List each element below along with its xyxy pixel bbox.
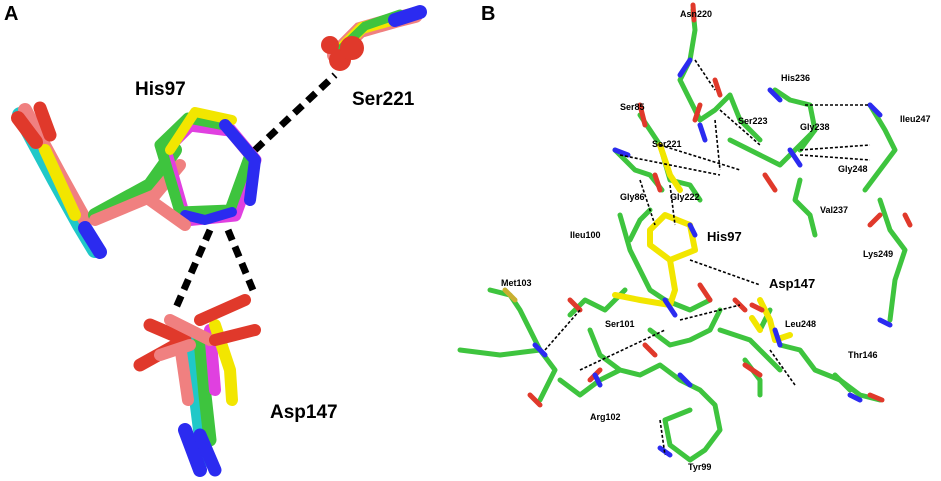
his97-overlay — [88, 107, 262, 231]
asp147-overlay — [133, 294, 261, 477]
leu248-label: Leu248 — [785, 319, 816, 329]
panel-a: A — [4, 3, 427, 477]
tyr99-label: Tyr99 — [688, 462, 711, 472]
gly86-label: Gly86 — [620, 192, 645, 202]
gly248-label: Gly248 — [838, 164, 868, 174]
his97-backbone-overlay — [11, 101, 107, 259]
panel-b: B — [457, 2, 931, 472]
gly238-label: Gly238 — [800, 122, 830, 132]
his97-label-b: His97 — [707, 229, 742, 244]
ser221-overlay — [321, 5, 427, 71]
hbond-his97-asp147-2 — [224, 228, 259, 297]
thr146-label: Thr146 — [848, 350, 878, 360]
panel-b-oxygens — [527, 2, 913, 408]
lys249-label: Lys249 — [863, 249, 893, 259]
ileu100-label: Ileu100 — [570, 230, 601, 240]
met103-label: Met103 — [501, 278, 532, 288]
his97-label: His97 — [135, 79, 186, 100]
panel-b-hbonds — [544, 59, 871, 456]
his236-label: His236 — [781, 73, 810, 83]
panel-b-nitrogens — [532, 57, 893, 458]
ser221-label: Ser221 — [352, 89, 415, 110]
panel-b-sticks — [457, 7, 908, 463]
gly222-label: Gly222 — [670, 192, 700, 202]
ser101-label: Ser101 — [605, 319, 635, 329]
panel-b-sulfur — [502, 287, 518, 303]
asp147-label-b: Asp147 — [769, 276, 815, 291]
asn220-label: Asn220 — [680, 9, 712, 19]
asp147-label: Asp147 — [270, 402, 338, 423]
ileu247-label: Ileu247 — [900, 114, 931, 124]
panel-a-hbonds — [171, 72, 338, 312]
hbond-his97-asp147-1 — [171, 228, 214, 312]
val237-label: Val237 — [820, 205, 848, 215]
ser85-label: Ser85 — [620, 102, 645, 112]
arg102-label: Arg102 — [590, 412, 621, 422]
panel-a-letter: A — [4, 3, 18, 25]
hbond-his97-ser221 — [252, 72, 338, 153]
panel-b-letter: B — [481, 3, 495, 25]
ser223-label: Ser223 — [738, 116, 768, 126]
ser221-label-b: Ser221 — [652, 139, 682, 149]
